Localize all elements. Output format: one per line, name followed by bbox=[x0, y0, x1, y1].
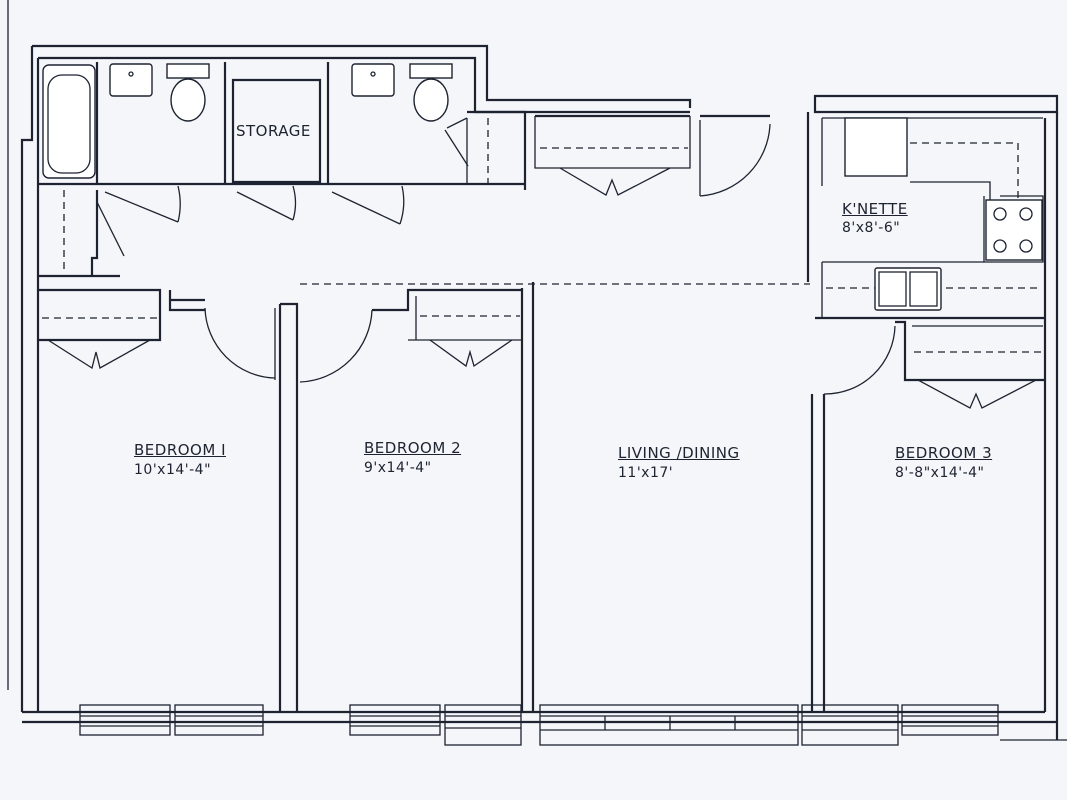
sink-icon bbox=[874, 267, 942, 311]
living-size: 11'x17' bbox=[618, 465, 674, 481]
windows bbox=[79, 704, 1067, 746]
top-closet bbox=[534, 114, 691, 196]
bedroom2-size: 9'x14'-4" bbox=[364, 460, 432, 476]
storage-label: STORAGE bbox=[236, 122, 311, 140]
bedroom1-label: BEDROOM I bbox=[134, 441, 226, 459]
toilet-tank-icon bbox=[166, 63, 210, 79]
kitchen-label: K'NETTE bbox=[842, 200, 908, 218]
sink-icon bbox=[351, 63, 395, 97]
hall-closet bbox=[38, 190, 125, 278]
toilet-tank-icon bbox=[409, 63, 453, 79]
bathtub-icon bbox=[42, 64, 96, 179]
kitchen bbox=[815, 117, 1045, 320]
kitchen-size: 8'x8'-6" bbox=[842, 220, 901, 236]
living-label: LIVING /DINING bbox=[618, 444, 740, 462]
bath-doors bbox=[104, 129, 469, 225]
bedroom2-walls bbox=[299, 288, 522, 383]
bedroom1-walls bbox=[38, 288, 276, 380]
toilet-icon bbox=[170, 78, 206, 122]
refrigerator-icon bbox=[844, 117, 908, 177]
bath-block bbox=[38, 62, 527, 190]
sink-icon bbox=[109, 63, 153, 97]
bedroom3-walls bbox=[823, 320, 1045, 409]
bedroom3-size: 8'-8"x14'-4" bbox=[895, 465, 985, 481]
toilet-icon bbox=[413, 78, 449, 122]
bedroom2-label: BEDROOM 2 bbox=[364, 439, 462, 457]
stove-icon bbox=[985, 199, 1043, 261]
bedroom1-size: 10'x14'-4" bbox=[134, 462, 212, 478]
entry-door bbox=[699, 112, 810, 282]
bedroom3-label: BEDROOM 3 bbox=[895, 444, 993, 462]
partitions bbox=[278, 282, 826, 712]
